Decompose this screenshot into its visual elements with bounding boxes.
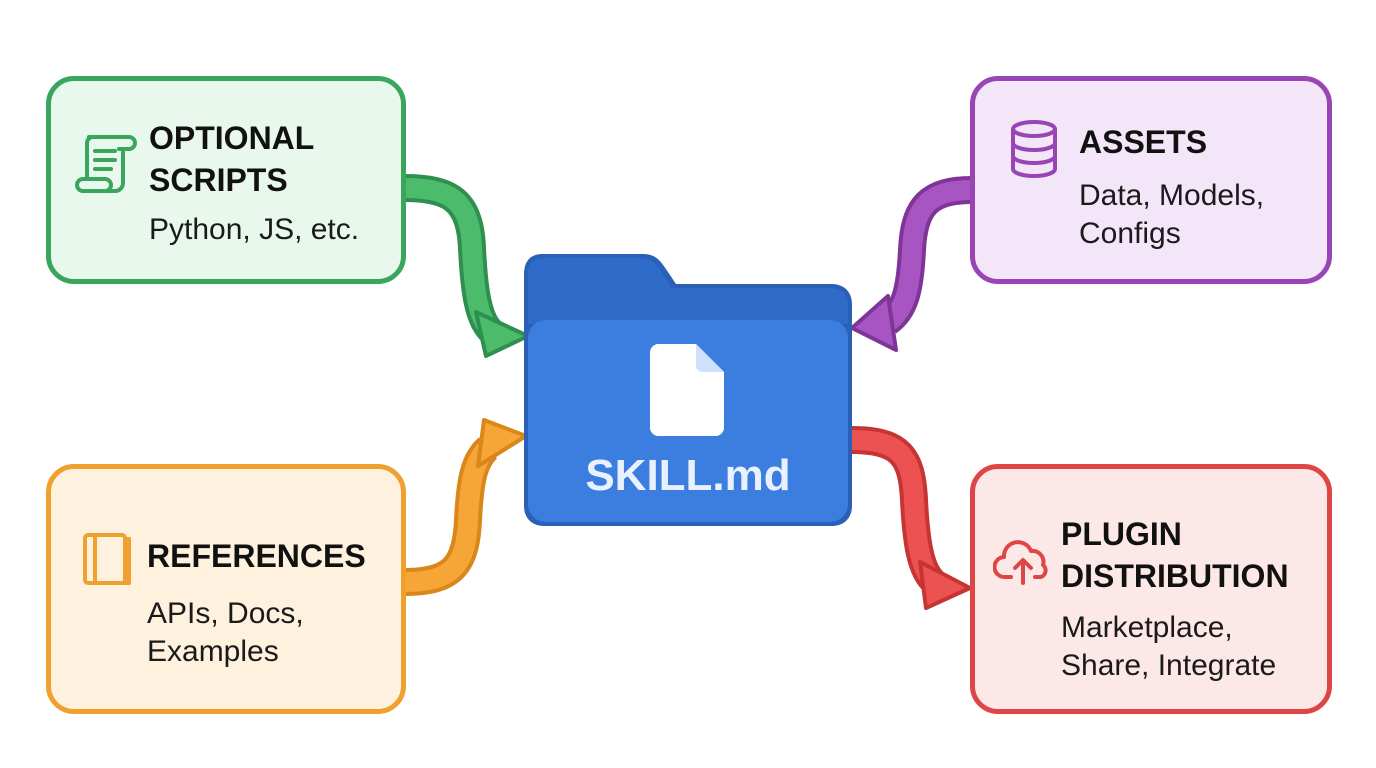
book-icon <box>83 533 131 585</box>
document-icon <box>650 344 724 436</box>
card-optional-scripts: OPTIONAL SCRIPTS Python, JS, etc. <box>46 76 406 284</box>
card-title: REFERENCES <box>147 538 366 574</box>
card-title: PLUGIN DISTRIBUTION <box>1061 516 1289 594</box>
skill-file-label: SKILL.md <box>585 451 791 500</box>
card-description: Data, Models, Configs <box>1079 179 1265 250</box>
arrow-skill-to-plugin <box>851 426 972 610</box>
scroll-icon <box>75 135 137 193</box>
skill-folder: SKILL.md <box>524 254 852 526</box>
arrow-assets-to-skill <box>850 176 973 352</box>
card-description: APIs, Docs, Examples <box>147 597 304 668</box>
arrow-scripts-to-skill <box>403 174 530 358</box>
cloud-upload-icon <box>993 540 1048 585</box>
card-assets: ASSETS Data, Models, Configs <box>970 76 1332 284</box>
card-title: OPTIONAL SCRIPTS <box>149 120 315 198</box>
database-icon <box>1011 120 1057 178</box>
card-plugin-distribution: PLUGIN DISTRIBUTION Marketplace, Share, … <box>970 464 1332 714</box>
card-title: ASSETS <box>1079 124 1208 160</box>
arrow-references-to-skill <box>403 418 528 596</box>
card-description: Marketplace, Share, Integrate <box>1061 611 1277 682</box>
card-description: Python, JS, etc. <box>149 213 360 246</box>
card-references: REFERENCES APIs, Docs, Examples <box>46 464 406 714</box>
